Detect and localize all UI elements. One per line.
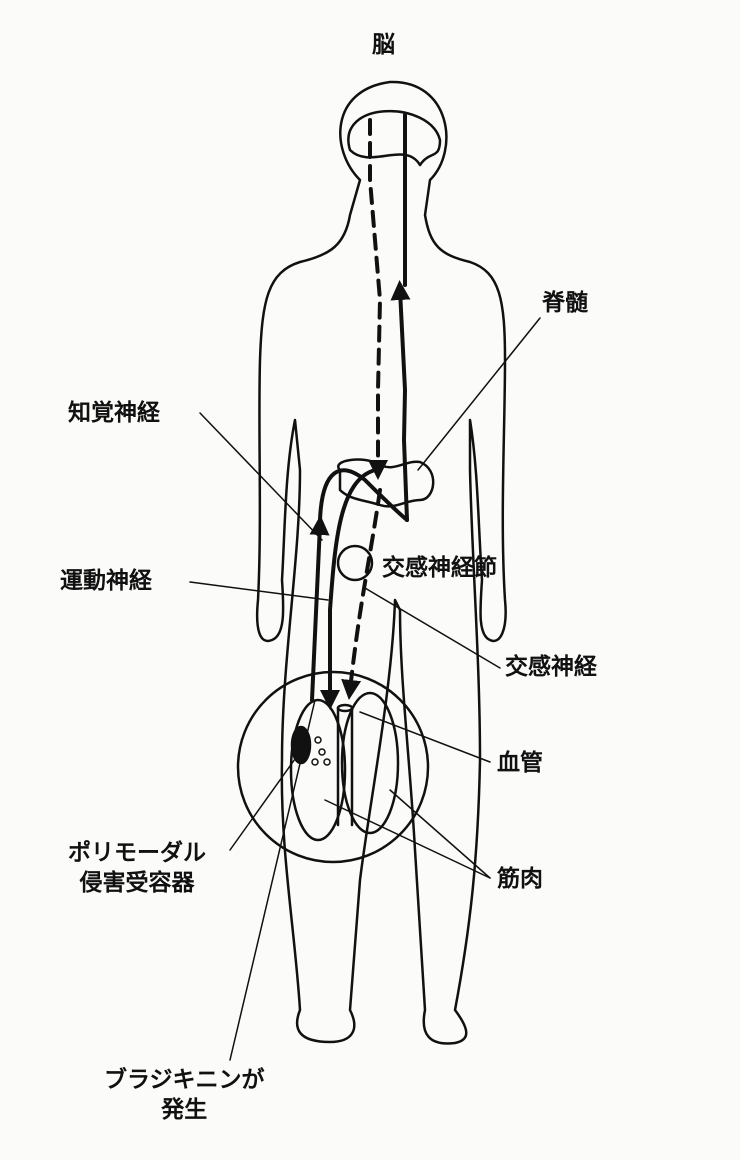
muscle-left [289,698,347,842]
label-sympathetic-ganglion: 交感神経節 [382,555,497,581]
descending-pathway [368,118,388,480]
label-line: ポリモーダル [68,840,206,866]
muscle-right [340,691,400,835]
label-spinal-cord: 脊髄 [542,290,588,316]
nociceptor [290,725,312,765]
label-motor-nerve: 運動神経 [60,568,152,594]
label-blood-vessel: 血管 [497,750,543,776]
label-muscle: 筋肉 [497,866,543,892]
label-sensory-nerve: 知覚神経 [68,400,160,426]
magnified-area [236,670,430,864]
sensory-nerve-path [309,515,330,702]
label-polymodal-nociceptor: ポリモーダル 侵害受容器 [68,838,206,898]
label-brain: 脳 [372,32,395,58]
body-outline [255,80,507,1045]
label-line: 侵害受容器 [79,870,195,896]
label-line: 発生 [161,1097,208,1123]
sympathetic-ganglion-shape [336,544,374,582]
ascending-pathway [390,280,411,522]
label-bradykinin: ブラジキニンが 発生 [104,1065,265,1125]
label-sympathetic-nerve: 交感神経 [505,654,597,680]
label-line: ブラジキニンが [104,1067,265,1093]
head-brain [347,110,442,167]
